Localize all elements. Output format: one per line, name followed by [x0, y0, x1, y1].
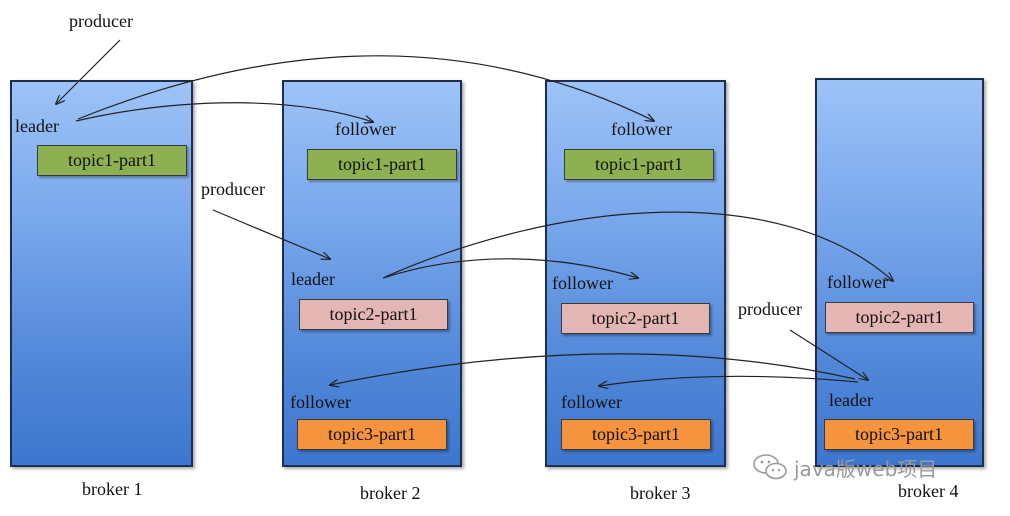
broker-4-topic3-partition: topic3-part1: [824, 419, 974, 450]
replicate-topic2-broker3-arrow: [382, 258, 638, 278]
broker-3-name: broker 3: [630, 483, 691, 503]
broker-4-leader-label: leader: [829, 390, 873, 410]
broker-1-name: broker 1: [82, 479, 143, 499]
broker-2-topic1-partition: topic1-part1: [307, 149, 457, 180]
broker-4-topic2-partition: topic2-part1: [825, 302, 974, 333]
broker-2-follower-label-1: follower: [335, 119, 396, 139]
replicate-topic2-broker4-arrow: [384, 211, 893, 281]
replicate-topic3-broker2-arrow: [330, 353, 856, 385]
wechat-icon: [753, 454, 787, 480]
broker-1-box: [10, 80, 193, 467]
producer-1-label: producer: [69, 11, 133, 31]
broker-2-leader-label: leader: [291, 269, 335, 289]
broker-2-follower-label-2: follower: [290, 392, 351, 412]
broker-1-topic1-partition: topic1-part1: [37, 145, 187, 176]
watermark: java版web项目: [752, 452, 937, 482]
replicate-topic3-broker3-arrow: [599, 375, 859, 386]
broker-3-follower-label-2: follower: [552, 273, 613, 293]
broker-4-name: broker 4: [898, 481, 959, 501]
producer-2-arrow: [212, 209, 330, 259]
broker-3-follower-label-1: follower: [611, 119, 672, 139]
broker-4-follower-label: follower: [827, 272, 888, 292]
producer-3-arrow: [789, 329, 868, 380]
broker-2-box: [282, 80, 462, 467]
broker-4-box: [815, 78, 984, 467]
broker-3-topic3-partition: topic3-part1: [561, 419, 711, 450]
broker-1-leader-label: leader: [15, 116, 59, 136]
broker-2-name: broker 2: [360, 483, 421, 503]
watermark-text: java版web项目: [794, 456, 938, 481]
broker-3-follower-label-3: follower: [561, 392, 622, 412]
producer-2-label: producer: [201, 179, 265, 199]
replicate-topic1-broker3-arrow: [77, 55, 654, 121]
replicate-topic1-broker2-arrow: [75, 102, 373, 122]
broker-2-topic3-partition: topic3-part1: [297, 419, 447, 450]
producer-1-arrow: [56, 39, 121, 104]
producer-3-label: producer: [738, 299, 802, 319]
broker-3-topic1-partition: topic1-part1: [564, 149, 714, 180]
broker-2-topic2-partition: topic2-part1: [299, 299, 448, 330]
broker-3-topic2-partition: topic2-part1: [561, 303, 710, 334]
